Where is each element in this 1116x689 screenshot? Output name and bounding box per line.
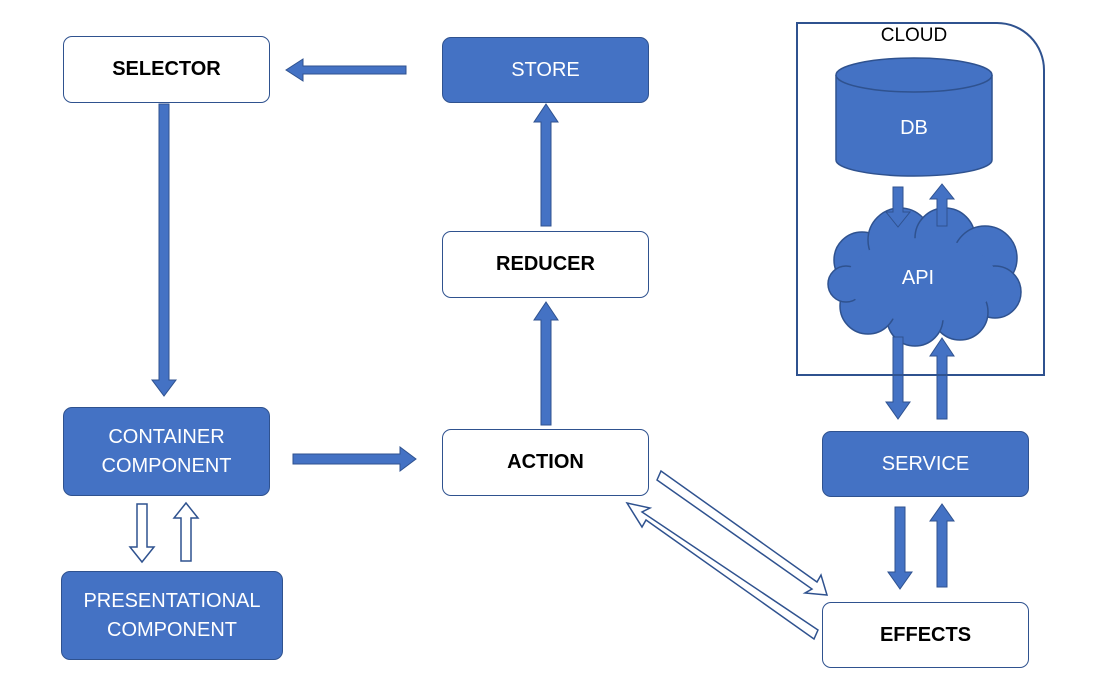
store-node: STORE [442,37,649,103]
api-cloud-icon [827,207,1022,347]
solid-arrows [151,58,956,590]
container-label-line1: CONTAINER [108,425,225,448]
action-label: ACTION [507,451,584,473]
reducer-label: REDUCER [496,253,595,275]
effects-label: EFFECTS [879,623,972,646]
arrow-action-to-reducer [533,301,559,426]
arrow-reducer-to-store [533,103,559,227]
presentational-label-line2: COMPONENT [107,618,237,641]
service-label: SERVICE [881,452,970,475]
service-node: SERVICE [822,431,1029,497]
reducer-node: REDUCER [442,231,649,298]
cloud-boundary [796,22,1045,376]
arrow-api-to-db [928,183,956,227]
presentational-label-line1: PRESENTATIONAL [83,589,261,612]
arrow-service-to-api [929,337,955,420]
presentational-component-node: PRESENTATIONAL COMPONENT [61,571,283,660]
arrow-selector-to-container [151,103,177,397]
selector-node: SELECTOR [63,36,270,103]
arrow-db-to-api [884,186,912,228]
db-cylinder-icon [835,57,993,177]
arrow-store-to-selector [285,58,407,82]
arrow-effects-to-service [929,503,955,588]
effects-node: EFFECTS [822,602,1029,668]
arrow-effects-to-action [625,501,819,641]
arrow-container-to-presentational [128,503,156,564]
store-label: STORE [511,58,580,81]
arrow-service-to-effects [887,506,913,590]
container-component-node: CONTAINER COMPONENT [63,407,270,496]
arrow-container-to-action [292,446,417,472]
arrow-presentational-to-container [172,501,200,562]
container-label-line2: COMPONENT [101,454,232,477]
arrow-action-to-effects [656,469,829,596]
api-label: API [901,267,935,289]
selector-label: SELECTOR [112,58,221,80]
arrow-api-to-service [885,336,911,420]
hollow-arrows [128,469,829,641]
action-node: ACTION [442,429,649,496]
db-label: DB [900,117,928,139]
cloud-title: CLOUD [880,25,948,46]
